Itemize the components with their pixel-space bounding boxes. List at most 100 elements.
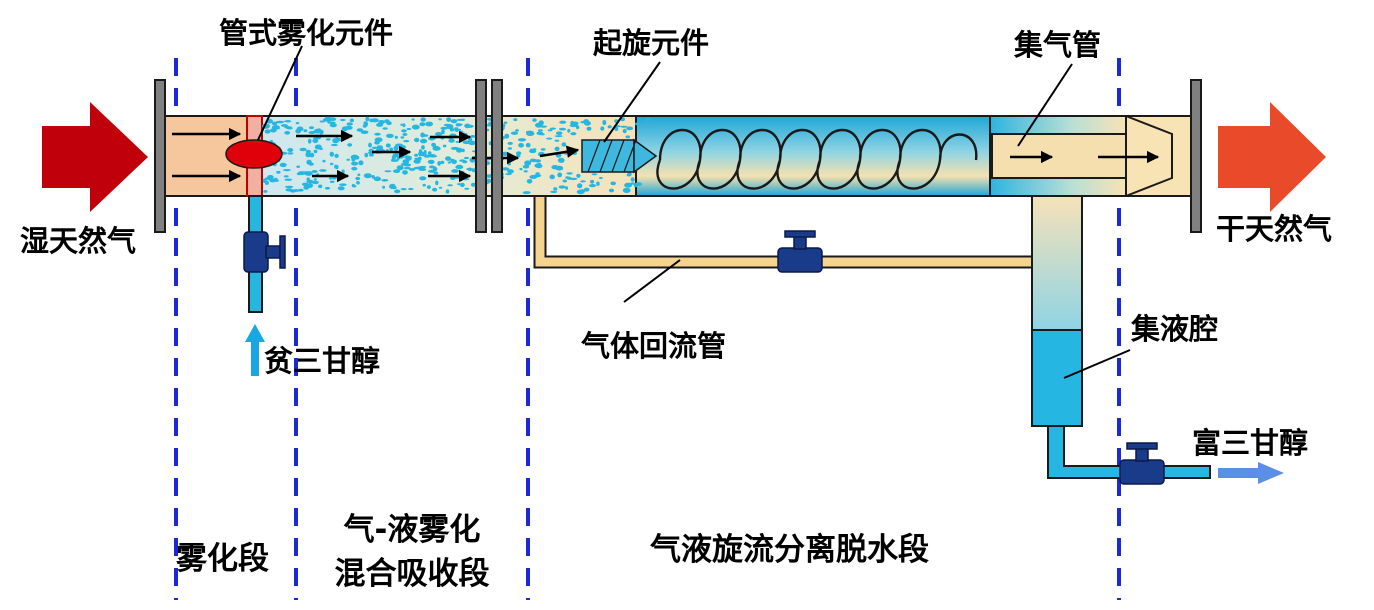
droplet-particle <box>431 142 436 147</box>
droplet-particle <box>427 159 435 164</box>
droplet-particle <box>630 177 635 182</box>
droplet-particle <box>341 169 345 174</box>
droplet-particle <box>295 128 302 134</box>
droplet-particle <box>357 173 361 177</box>
droplet-particle <box>322 118 330 122</box>
droplet-particle <box>400 188 407 191</box>
droplet-particle <box>459 159 466 162</box>
droplet-particle <box>270 129 277 132</box>
droplet-particle <box>400 136 405 139</box>
droplet-particle <box>264 180 269 185</box>
droplet-particle <box>264 129 271 134</box>
droplet-particle <box>460 118 465 122</box>
droplet-particle <box>447 184 453 187</box>
rich-teg-arrow <box>1218 462 1284 484</box>
droplet-particle <box>457 183 461 186</box>
droplet-particle <box>450 119 458 124</box>
droplet-particle <box>382 185 386 189</box>
droplet-particle <box>534 159 542 163</box>
droplet-particle <box>318 184 323 189</box>
droplet-particle <box>408 168 416 171</box>
droplet-particle <box>565 186 569 190</box>
droplet-particle <box>396 165 404 171</box>
droplet-particle <box>283 175 289 178</box>
droplet-particle <box>305 149 311 154</box>
droplet-particle <box>536 131 544 136</box>
rich-teg-valve <box>1119 442 1165 485</box>
droplet-particle <box>322 159 326 163</box>
droplet-particle <box>529 149 537 154</box>
droplet-particle <box>349 118 354 123</box>
droplet-particle <box>620 125 628 128</box>
droplet-particle <box>565 176 570 179</box>
droplet-particle <box>319 120 325 123</box>
droplet-particle <box>329 117 337 121</box>
droplet-particle <box>458 123 463 126</box>
label-lean-teg: 贫三甘醇 <box>264 344 381 378</box>
droplet-particle <box>275 120 284 124</box>
droplet-particle <box>435 180 439 186</box>
droplet-particle <box>645 118 650 122</box>
droplet-particle <box>281 151 288 155</box>
droplet-particle <box>420 122 424 126</box>
droplet-particle <box>296 172 301 176</box>
droplet-particle <box>308 162 314 166</box>
droplet-particle <box>378 120 385 125</box>
droplet-particle <box>576 173 581 178</box>
droplet-particle <box>459 130 464 133</box>
droplet-particle <box>419 165 427 169</box>
droplet-particle <box>556 131 563 135</box>
droplet-particle <box>464 156 469 160</box>
droplet-particle <box>312 138 319 144</box>
droplet-particle <box>301 182 309 186</box>
droplet-particle <box>441 129 445 135</box>
droplet-particle <box>522 191 531 195</box>
droplet-particle <box>394 189 401 194</box>
droplet-particle <box>369 153 374 157</box>
droplet-particle <box>358 160 364 166</box>
droplet-particle <box>417 156 422 161</box>
droplet-particle <box>445 189 450 194</box>
droplet-particle <box>554 139 560 142</box>
droplet-particle <box>414 153 419 157</box>
droplet-particle <box>558 185 566 189</box>
droplet-particle <box>443 123 452 127</box>
droplet-particle <box>403 163 412 167</box>
droplet-particle <box>425 121 433 127</box>
droplet-particle <box>284 131 291 135</box>
droplet-particle <box>299 147 307 152</box>
droplet-particle <box>268 176 273 181</box>
droplet-particle <box>625 135 631 139</box>
droplet-particle <box>455 140 460 143</box>
droplet-particle <box>386 133 394 138</box>
droplet-particle <box>411 124 420 130</box>
flow-arrows <box>172 127 1160 252</box>
droplet-particle <box>309 126 314 130</box>
droplet-particle <box>557 157 565 163</box>
droplet-particle <box>284 178 293 181</box>
droplet-particle <box>271 121 278 126</box>
droplet-particle <box>437 161 441 166</box>
droplet-particle <box>306 177 310 182</box>
droplet-particle <box>319 129 324 135</box>
droplet-particle <box>393 169 401 174</box>
droplet-particle <box>394 135 398 139</box>
droplet-particle <box>464 123 471 129</box>
droplet-particle <box>329 151 334 157</box>
droplet-particle <box>382 127 388 130</box>
droplet-particle <box>588 184 597 188</box>
droplet-particle <box>411 118 415 121</box>
droplet-particle <box>413 166 421 170</box>
droplet-particle <box>562 179 567 183</box>
droplet-particle <box>420 117 426 122</box>
droplet-particle <box>325 138 331 141</box>
label-gas-collector: 集气管 <box>1014 28 1102 62</box>
droplet-particle <box>365 116 370 122</box>
droplet-particle <box>456 147 463 153</box>
droplet-particle <box>282 169 291 172</box>
droplet-particle <box>313 149 318 154</box>
droplet-particle <box>297 188 304 192</box>
droplet-particle <box>561 142 567 147</box>
droplet-particle <box>535 122 543 128</box>
droplet-particle <box>340 118 346 122</box>
